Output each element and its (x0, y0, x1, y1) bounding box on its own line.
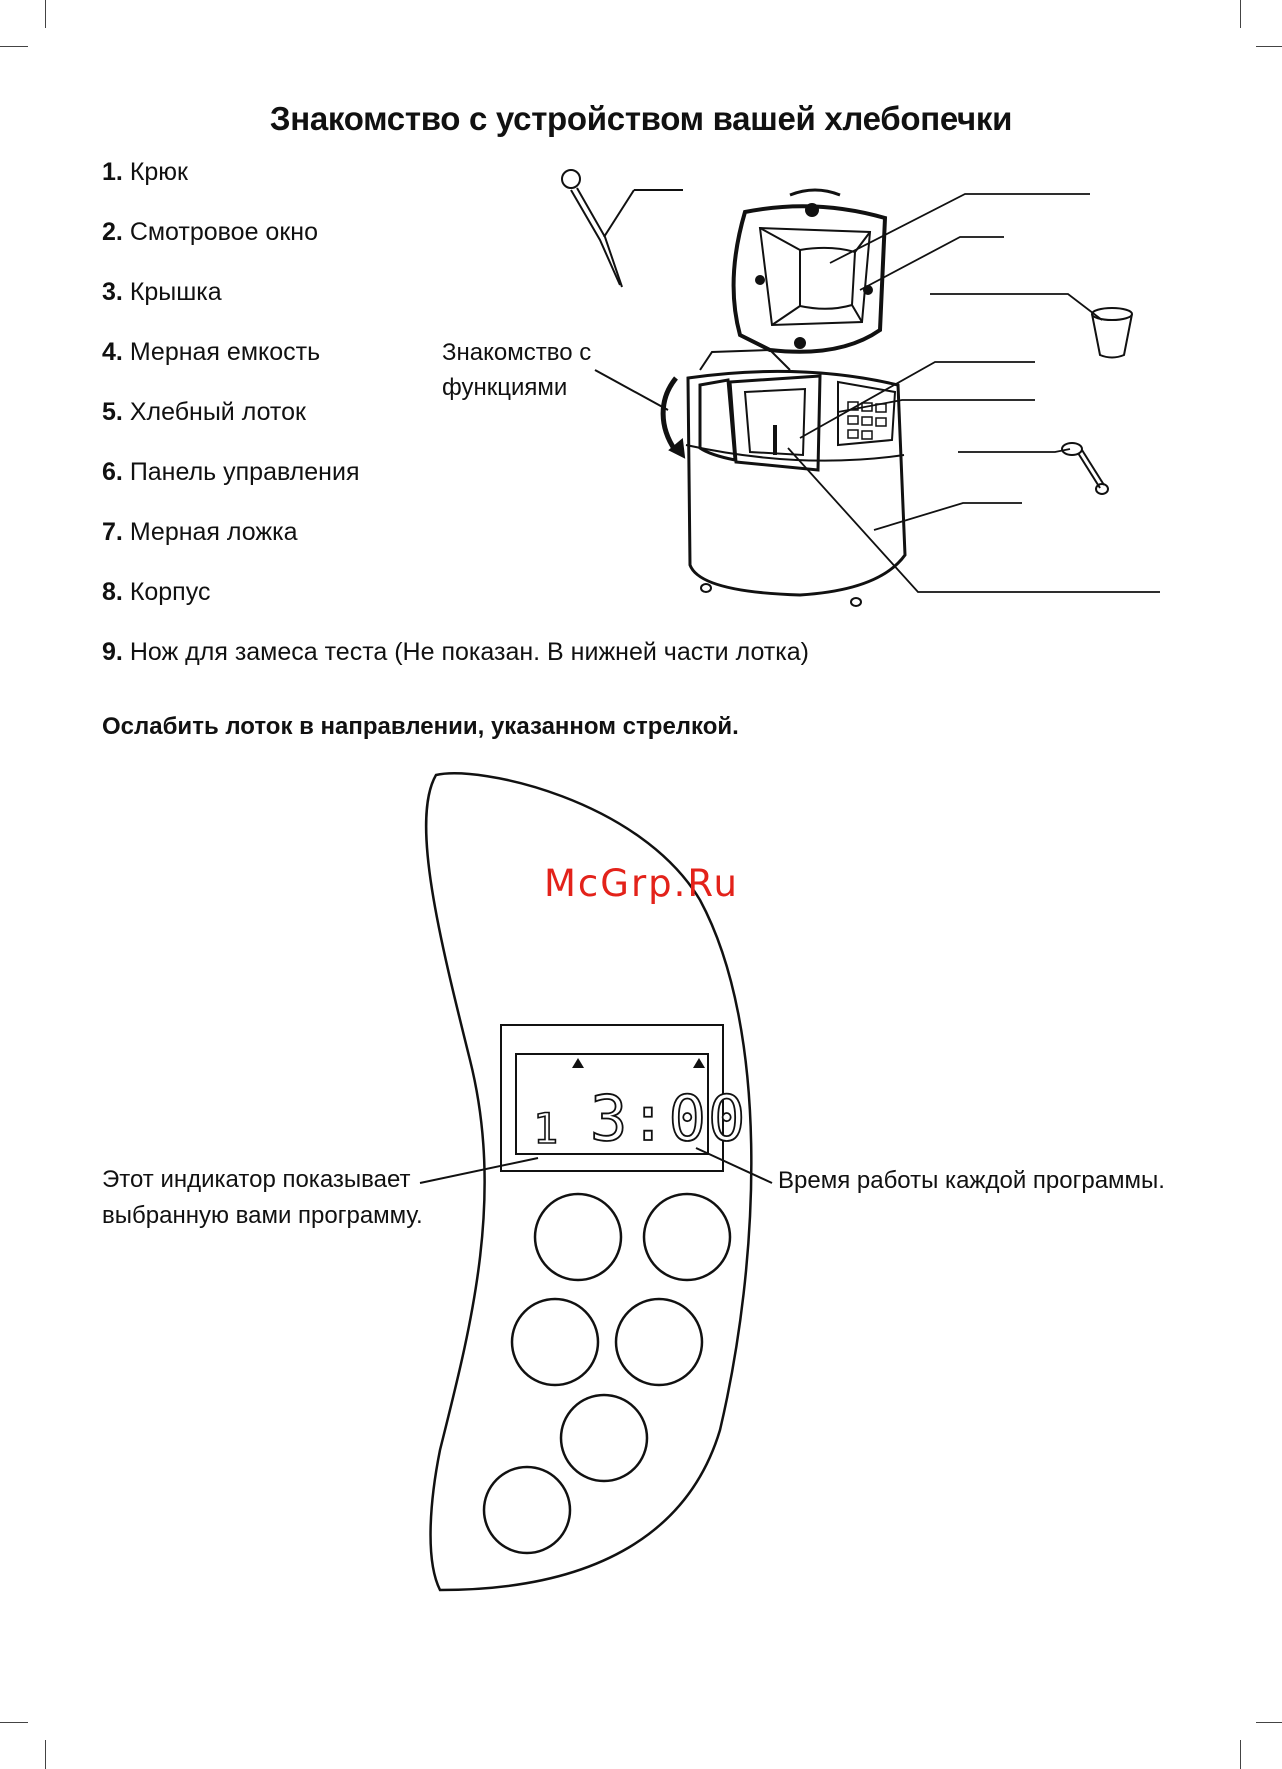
item-label: Мерная емкость (129, 338, 321, 366)
item-label: Панель управления (129, 458, 360, 486)
crop-mark (1240, 0, 1241, 28)
list-item: 5. Хлебный лоток (102, 396, 809, 456)
time-callout-line (695, 1147, 773, 1184)
panel-button[interactable] (642, 1192, 732, 1282)
item-number: 8. (102, 578, 123, 606)
instruction-text: Ослабить лоток в направлении, указанном … (102, 713, 739, 740)
list-item: 4. Мерная емкость (102, 336, 809, 396)
list-item: 3. Крышка (102, 276, 809, 336)
functions-pointer-line (594, 369, 669, 411)
functions-label-line: функциями (442, 374, 568, 401)
crop-mark (1240, 1740, 1241, 1769)
indicator-triangle-icon (693, 1058, 705, 1068)
item-number: 7. (102, 518, 123, 546)
item-number: 9. (102, 638, 123, 666)
crop-mark (1256, 46, 1282, 47)
item-number: 2. (102, 218, 123, 246)
leader-lines (787, 193, 1160, 593)
item-number: 5. (102, 398, 123, 426)
item-label: Нож для замеса теста (Не показан. В нижн… (129, 638, 809, 666)
crop-mark (1256, 1722, 1282, 1723)
list-item: 8. Корпус (102, 576, 809, 636)
panel-outline (424, 772, 753, 1592)
item-number: 4. (102, 338, 123, 366)
item-number: 6. (102, 458, 123, 486)
panel-button[interactable] (559, 1393, 649, 1483)
page-title: Знакомство с устройством вашей хлебопечк… (269, 100, 1013, 137)
display-time: 3:00 (590, 1082, 747, 1155)
item-label: Корпус (129, 578, 211, 606)
program-indicator-callout: Этот индикатор показывает выбранную вами… (102, 1162, 423, 1234)
bread-maker-illustration (561, 169, 1160, 607)
item-label: Хлебный лоток (129, 398, 306, 426)
hook-icon (561, 169, 683, 288)
crop-mark (0, 46, 28, 47)
measuring-cup-icon (1091, 307, 1133, 359)
lcd-screen (515, 1053, 709, 1155)
rotation-arrow-icon (660, 376, 686, 459)
parts-list: 1. Крюк 2. Смотровое окно 3. Крышка 4. М… (102, 156, 809, 696)
list-item: 9. Нож для замеса теста (Не показан. В н… (102, 636, 809, 696)
crop-mark (45, 1740, 46, 1769)
item-number: 1. (102, 158, 123, 186)
measuring-spoon-icon (1061, 442, 1109, 495)
list-item: 6. Панель управления (102, 456, 809, 516)
watermark: McGrp.Ru (544, 862, 739, 905)
item-label: Крышка (129, 278, 222, 306)
lid-icon (731, 188, 888, 354)
list-item: 7. Мерная ложка (102, 516, 809, 576)
program-callout-line (419, 1157, 539, 1184)
display-frame (500, 1024, 724, 1172)
item-label: Смотровое окно (129, 218, 318, 246)
functions-label-line: Знакомство с (442, 339, 592, 366)
display-program-number: 1 (533, 1104, 558, 1153)
panel-button[interactable] (510, 1297, 600, 1387)
crop-mark (45, 0, 46, 28)
crop-mark (0, 1722, 28, 1723)
item-label: Крюк (129, 158, 188, 186)
callout-line: выбранную вами программу. (102, 1202, 423, 1229)
time-callout: Время работы каждой программы. (778, 1167, 1165, 1194)
body-icon (685, 348, 907, 607)
indicator-triangle-icon (572, 1058, 584, 1068)
item-label: Мерная ложка (129, 518, 298, 546)
panel-button[interactable] (533, 1192, 623, 1282)
functions-label: Знакомство с функциями (442, 335, 591, 405)
item-number: 3. (102, 278, 123, 306)
panel-button[interactable] (482, 1465, 572, 1555)
list-item: 2. Смотровое окно (102, 216, 809, 276)
panel-button[interactable] (614, 1297, 704, 1387)
callout-line: Этот индикатор показывает (102, 1166, 411, 1193)
list-item: 1. Крюк (102, 156, 809, 216)
